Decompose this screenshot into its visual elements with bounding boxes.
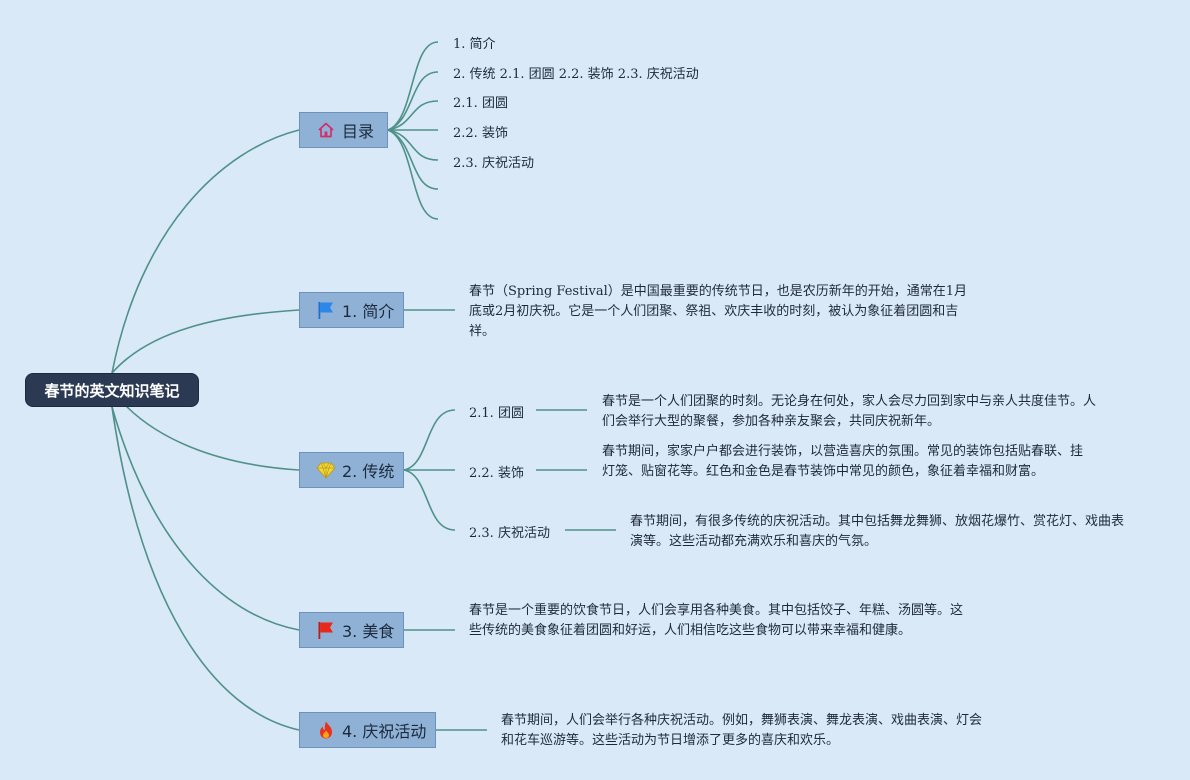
link-root-intro — [111, 309, 300, 374]
blue-flag-icon — [316, 300, 336, 320]
celebration-text: 春节期间，人们会举行各种庆祝活动。例如，舞狮表演、舞龙表演、戏曲表演、灯会和花车… — [501, 713, 983, 748]
branch-food-label: 3. 美食 — [342, 622, 395, 641]
sub-branch-activities[interactable]: 2.3. 庆祝活动 — [469, 526, 550, 541]
branch-toc[interactable]: 目录 — [299, 112, 388, 148]
reunion-text: 春节是一个人们团聚的时刻。无论身在何处，家人会尽力回到家中与亲人共度佳节。人们会… — [602, 394, 1097, 429]
branch-food[interactable]: 3. 美食 — [299, 612, 404, 648]
activities-text: 春节期间，有很多传统的庆祝活动。其中包括舞龙舞狮、放烟花爆竹、赏花灯、戏曲表演等… — [630, 514, 1125, 549]
home-icon — [316, 120, 336, 140]
link-root-food — [111, 406, 300, 631]
branch-tradition[interactable]: 2. 传统 — [299, 452, 404, 488]
branch-celebration[interactable]: 4. 庆祝活动 — [299, 712, 436, 748]
red-flag-icon — [316, 620, 336, 640]
branch-tradition-label: 2. 传统 — [342, 462, 395, 481]
branch-intro-label: 1. 简介 — [342, 302, 395, 321]
link-root-tradition — [111, 389, 300, 471]
sub-branch-decoration[interactable]: 2.2. 装饰 — [469, 466, 524, 481]
root-node[interactable]: 春节的英文知识笔记 — [25, 373, 199, 407]
branch-intro[interactable]: 1. 简介 — [299, 292, 404, 328]
decoration-text: 春节期间，家家户户都会进行装饰，以营造喜庆的氛围。常见的装饰包括贴春联、挂灯笼、… — [602, 444, 1084, 479]
food-text: 春节是一个重要的饮食节日，人们会享用各种美食。其中包括饺子、年糕、汤圆等。这些传… — [469, 603, 964, 638]
link-root-celebration — [111, 406, 300, 731]
fire-icon — [316, 720, 336, 740]
toc-item[interactable]: 1. 简介 — [453, 37, 496, 52]
sub-branch-reunion[interactable]: 2.1. 团圆 — [469, 406, 524, 421]
toc-item[interactable]: 2. 传统 2.1. 团圆 2.2. 装饰 2.3. 庆祝活动 — [453, 67, 699, 82]
diamond-icon — [316, 460, 336, 480]
branch-toc-label: 目录 — [342, 122, 375, 141]
intro-text: 春节（Spring Festival）是中国最重要的传统节日，也是农历新年的开始… — [469, 284, 968, 339]
root-label: 春节的英文知识笔记 — [44, 381, 180, 400]
toc-item[interactable]: 2.1. 团圆 — [453, 96, 508, 111]
toc-item[interactable]: 2.2. 装饰 — [453, 126, 508, 141]
link-root-toc — [111, 129, 300, 374]
toc-item[interactable]: 2.3. 庆祝活动 — [453, 156, 534, 171]
branch-celebration-label: 4. 庆祝活动 — [342, 722, 427, 741]
